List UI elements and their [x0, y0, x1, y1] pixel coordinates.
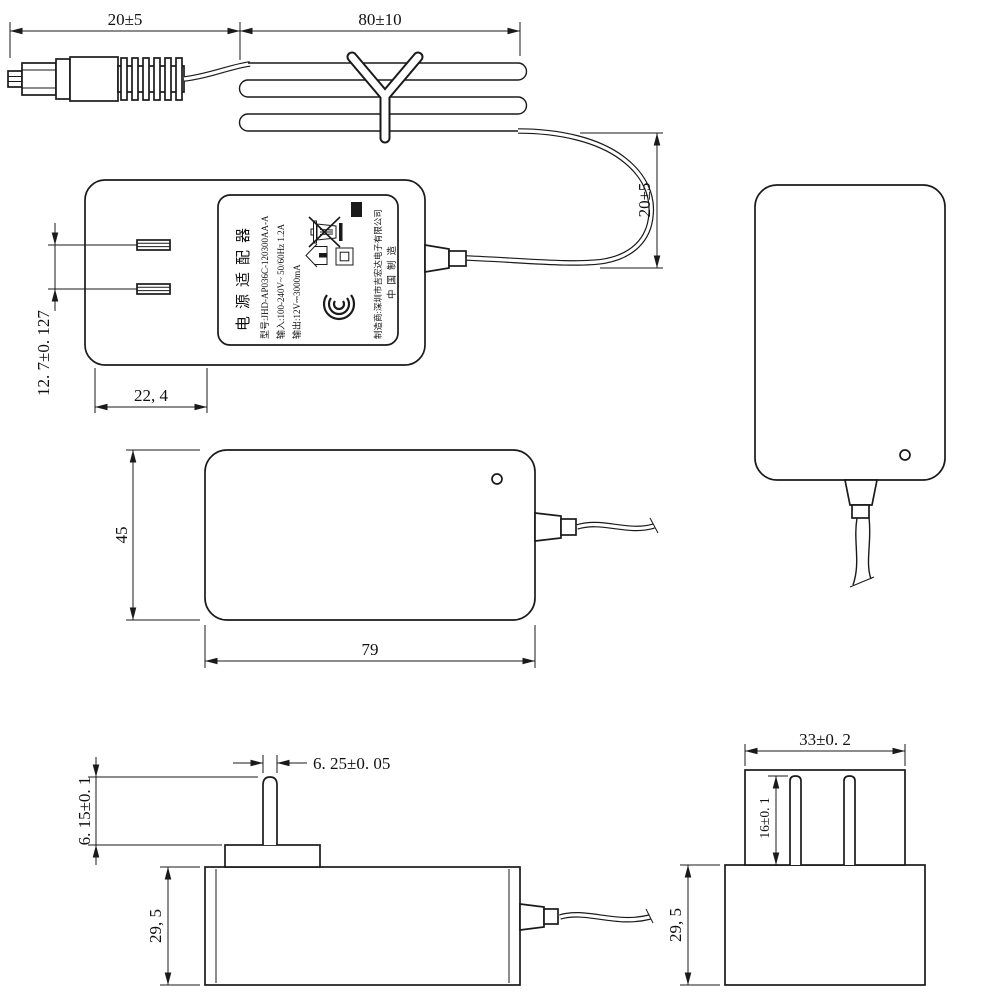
- dim-body-depth-right: 29, 5: [666, 908, 685, 942]
- label-solid-bar: [351, 202, 362, 217]
- label-origin: 中国制造: [386, 241, 398, 299]
- dim-plug-face-width: 33±0. 2: [799, 730, 851, 749]
- dim-loop-height: 20±5: [635, 183, 654, 218]
- pilot-hole: [899, 449, 911, 461]
- cable-tie-icon: [346, 51, 424, 144]
- cable-cut-mark: [849, 576, 875, 588]
- back-view: 45 79: [112, 449, 659, 668]
- dim-blade-spacing: 12. 7±0. 127: [34, 310, 53, 396]
- plug-blade-right: [843, 775, 856, 865]
- dim-blade-width: 6. 25±0. 05: [313, 754, 390, 773]
- class-ii-icon: [335, 247, 354, 266]
- label-model: 型号:JHD-AP036C-120300AA-A: [260, 215, 270, 339]
- adapter-body-end: [724, 864, 926, 986]
- ccc-mark-icon: [322, 294, 356, 321]
- adapter-body-bottom: [204, 866, 521, 986]
- dim-body-height: 45: [112, 527, 131, 544]
- label-manufacturer: 制造商:深圳市吉宏达电子有限公司: [373, 209, 383, 339]
- back-dimensions: 45 79: [112, 449, 536, 668]
- cord-bushing: [843, 479, 879, 506]
- plug-blade-top: [136, 239, 171, 251]
- rating-label: 电源适配器 型号:JHD-AP036C-120300AA-A 输入:100-24…: [217, 194, 399, 346]
- bottom-side-dimensions: 6. 25±0. 05 6. 15±0. 1 29, 5: [75, 754, 390, 986]
- plug-base: [224, 844, 321, 868]
- dim-body-width: 79: [362, 640, 379, 659]
- dim-body-depth-left: 29, 5: [146, 909, 165, 943]
- indoor-use-icon: [305, 243, 328, 268]
- cord-bushing-tip: [851, 504, 870, 519]
- bottom-side-view: 6. 25±0. 05 6. 15±0. 1 29, 5: [75, 754, 654, 986]
- dc-barrel-plug-icon: [7, 56, 185, 102]
- pilot-hole: [491, 473, 503, 485]
- cord-bushing-tip: [543, 908, 559, 925]
- cable: [852, 517, 858, 586]
- cord-bushing-tip: [448, 250, 467, 267]
- dim-plug-length: 20±5: [108, 10, 143, 29]
- cord-bushing: [534, 512, 562, 542]
- cable-cut-mark: [649, 517, 659, 534]
- plug-base-end: [744, 769, 906, 866]
- cord-bushing-tip: [560, 518, 577, 536]
- cord-bushing: [519, 903, 545, 931]
- dim-edge-to-blade: 22, 4: [134, 386, 169, 405]
- cable-cut-mark: [645, 908, 654, 924]
- weee-bin-icon: [308, 216, 343, 248]
- dim-blade-length: 16±0. 1: [757, 797, 772, 838]
- dim-cable-length: 80±10: [358, 10, 401, 29]
- side-view: [754, 184, 946, 588]
- adapter-body-side: [754, 184, 946, 481]
- label-product-name: 电源适配器: [235, 221, 252, 331]
- front-dimensions: 20±5 80±10 20±5 12. 7±0. 127 22, 4: [9, 10, 663, 413]
- label-output: 输出:12V⎓3000mA: [291, 264, 302, 339]
- plug-blade-profile: [262, 776, 278, 845]
- cord-bushing: [424, 243, 450, 274]
- plug-blade-left: [789, 775, 802, 865]
- dim-blade-stub-height: 6. 15±0. 1: [75, 777, 94, 846]
- bottom-end-dimensions: 33±0. 2 16±0. 1 29, 5: [666, 730, 906, 986]
- plug-blade-bottom: [136, 283, 171, 295]
- bottom-end-view: 33±0. 2 16±0. 1 29, 5: [666, 730, 926, 986]
- front-view: 电源适配器 型号:JHD-AP036C-120300AA-A 输入:100-24…: [7, 10, 663, 413]
- cable-loop: [465, 128, 655, 266]
- adapter-body-back: [204, 449, 536, 621]
- label-input: 输入:100-240V~ 50/60Hz 1.2A: [275, 223, 286, 339]
